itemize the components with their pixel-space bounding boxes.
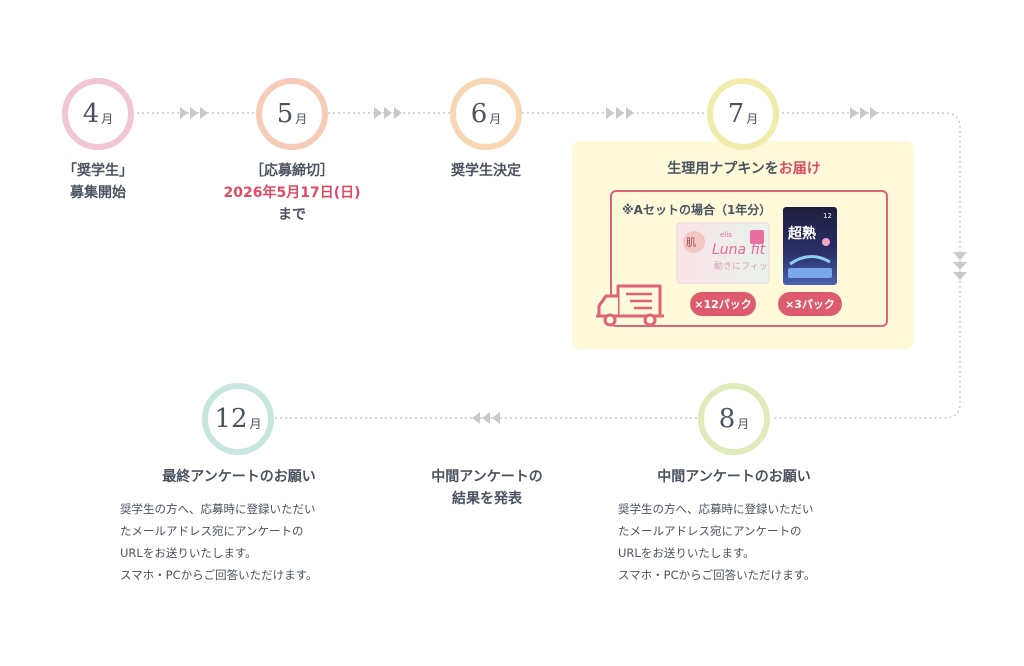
month-unit: 月 bbox=[489, 111, 502, 126]
arrow-right-icon bbox=[606, 107, 634, 119]
arrow-left-icon bbox=[472, 412, 500, 424]
month-unit: 月 bbox=[737, 416, 750, 431]
middle-result-line1: 中間アンケートの bbox=[431, 469, 543, 485]
delivery-title-main: 生理用ナプキンを bbox=[667, 161, 779, 177]
step-august-title: 中間アンケートのお願い bbox=[657, 469, 811, 485]
step-april-line1: 「奨学生」 bbox=[63, 163, 133, 179]
step-april-line2: 募集開始 bbox=[70, 185, 126, 201]
month-number: 5 bbox=[276, 99, 294, 129]
pack1-sub: 動きにフィット bbox=[714, 261, 770, 272]
step-june-label: 奨学生決定 bbox=[420, 160, 552, 182]
desc-line: URLをお送りいたします。 bbox=[618, 546, 755, 560]
step-april-label: 「奨学生」 募集開始 bbox=[40, 160, 156, 204]
step-december-description: 奨学生の方へ、応募時に登録いただい たメールアドレス宛にアンケートの URLをお… bbox=[120, 498, 380, 586]
step-may-label: ［応募締切］ 2026年5月17日(日) まで bbox=[200, 160, 384, 226]
month-unit: 月 bbox=[101, 111, 114, 126]
pack1-brand-small: elis bbox=[720, 231, 732, 239]
truck-icon bbox=[596, 284, 664, 327]
pack2-brand: 超熟 bbox=[787, 225, 816, 242]
month-number: 4 bbox=[82, 99, 100, 129]
pack1-badge: 肌 bbox=[686, 237, 696, 249]
step-august-description: 奨学生の方へ、応募時に登録いただい たメールアドレス宛にアンケートの URLをお… bbox=[618, 498, 878, 586]
arrow-right-icon bbox=[850, 107, 878, 119]
desc-line: 奨学生の方へ、応募時に登録いただい bbox=[618, 502, 814, 516]
desc-line: スマホ・PCからご回答いただけます。 bbox=[120, 568, 318, 582]
step-june-line1: 奨学生決定 bbox=[451, 163, 521, 179]
step-may-line3: まで bbox=[278, 207, 306, 223]
desc-line: 奨学生の方へ、応募時に登録いただい bbox=[120, 502, 316, 516]
arrow-right-icon bbox=[180, 107, 208, 119]
step-may-line1: ［応募締切］ bbox=[250, 163, 334, 179]
qty-pill-product2: ×3パック bbox=[778, 292, 842, 316]
deadline-date: 2026年5月17日(日) bbox=[223, 185, 361, 201]
product-pack-night: 超熟 12 bbox=[783, 207, 837, 285]
month-number: 12 bbox=[214, 404, 248, 434]
month-unit: 月 bbox=[295, 111, 308, 126]
desc-line: たメールアドレス宛にアンケートの bbox=[618, 524, 802, 538]
product-pack-lunafit: 肌 elis Luna fit 動きにフィット bbox=[676, 222, 770, 284]
middle-result-label: 中間アンケートの 結果を発表 bbox=[400, 466, 574, 510]
month-number: 8 bbox=[718, 404, 736, 434]
desc-line: たメールアドレス宛にアンケートの bbox=[120, 524, 304, 538]
desc-line: URLをお送りいたします。 bbox=[120, 546, 257, 560]
desc-line: スマホ・PCからご回答いただけます。 bbox=[618, 568, 816, 582]
month-number: 6 bbox=[470, 99, 488, 129]
month-number: 7 bbox=[727, 99, 745, 129]
qty-pill-product1: ×12パック bbox=[690, 292, 756, 316]
month-unit: 月 bbox=[249, 416, 262, 431]
month-unit: 月 bbox=[746, 111, 759, 126]
middle-result-line2: 結果を発表 bbox=[452, 491, 522, 507]
delivery-title-accent: お届け bbox=[778, 161, 821, 177]
set-label: ※Aセットの場合（1年分） bbox=[622, 203, 772, 217]
pack1-brand: Luna fit bbox=[712, 242, 766, 258]
step-december-title: 最終アンケートのお願い bbox=[162, 469, 316, 485]
delivery-title: 生理用ナプキンをお届け bbox=[600, 158, 888, 180]
arrow-right-icon bbox=[374, 107, 402, 119]
arrow-down-icon bbox=[953, 252, 967, 280]
pack2-count: 12 bbox=[823, 212, 832, 220]
